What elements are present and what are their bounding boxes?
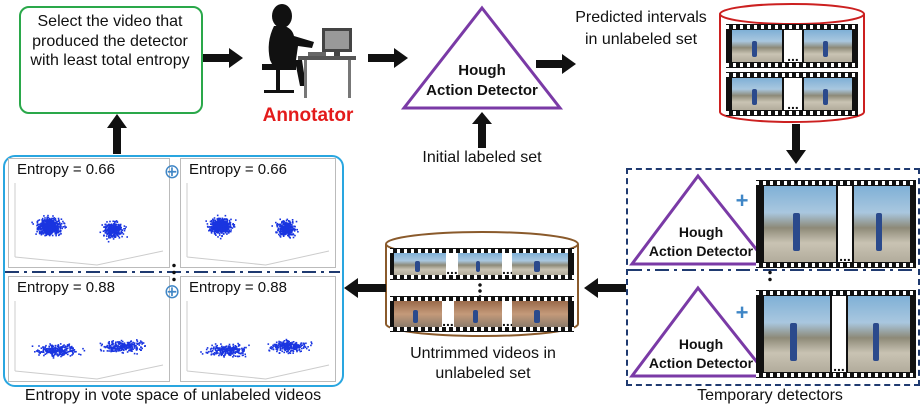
scatter-2 xyxy=(186,183,330,266)
predicted-film-strip-2: ... xyxy=(726,72,858,116)
temporary-film-strip-2: ... xyxy=(756,290,916,378)
temporary-detector-1-line2: Action Detector xyxy=(648,243,754,259)
untrimmed-film-strip-1: ... ... xyxy=(390,248,574,280)
temporary-detectors-box xyxy=(626,168,920,386)
scatter-3 xyxy=(14,301,164,380)
oplus-bottom: ⊕ xyxy=(163,281,181,303)
arrow-select-to-annotator xyxy=(203,48,243,68)
hough-detector-triangle xyxy=(400,5,564,110)
entropy-panel-caption: Entropy in vote space of unlabeled video… xyxy=(24,387,322,404)
entropy-label-2: Entropy = 0.66 xyxy=(189,161,287,178)
entropy-label-4: Entropy = 0.88 xyxy=(189,279,287,296)
temporary-vertical-dots xyxy=(768,262,772,284)
annotator-icon xyxy=(262,4,356,98)
temporary-detector-2-line1: Hough xyxy=(678,336,724,352)
entropy-plot-4: Entropy = 0.88 xyxy=(180,276,336,382)
temporary-detector-triangle-2 xyxy=(629,285,772,378)
entropy-plot-1: Entropy = 0.66 xyxy=(8,158,170,268)
untrimmed-film-strip-2: ... ... xyxy=(390,296,574,332)
temporary-detectors-caption: Temporary detectors xyxy=(697,387,843,404)
temporary-detector-2-line2: Action Detector xyxy=(648,355,754,371)
scatter-4 xyxy=(186,301,330,380)
predicted-intervals-line1: Predicted intervals xyxy=(575,9,707,26)
predicted-intervals-line2: in unlabeled set xyxy=(584,31,698,48)
arrow-annotator-to-detector xyxy=(368,48,408,68)
select-video-text: Select the video that produced the detec… xyxy=(30,13,190,70)
annotator-label: Annotator xyxy=(262,105,354,126)
arrow-initial-to-detector xyxy=(472,112,492,148)
hough-detector-line2: Action Detector xyxy=(426,82,538,99)
temporary-detector-1-line1: Hough xyxy=(678,224,724,240)
select-video-box xyxy=(19,6,203,114)
arrow-predicted-to-temporary xyxy=(786,124,806,164)
entropy-panel xyxy=(3,155,344,387)
hough-detector-line1: Hough xyxy=(458,62,506,79)
entropy-label-1: Entropy = 0.66 xyxy=(17,161,115,178)
entropy-plot-2: Entropy = 0.66 xyxy=(180,158,336,268)
temporary-plus-2: + xyxy=(735,300,749,325)
predicted-film-strip-1: ... xyxy=(726,24,858,68)
oplus-top: ⊕ xyxy=(163,161,181,183)
untrimmed-line2: unlabeled set xyxy=(435,365,531,382)
temporary-detector-triangle-1 xyxy=(629,173,772,266)
untrimmed-line1: Untrimmed videos in xyxy=(410,345,556,362)
entropy-plot-3: Entropy = 0.88 xyxy=(8,276,170,382)
scatter-1 xyxy=(14,183,164,266)
temporary-film-strip-1: ... xyxy=(756,180,916,268)
entropy-label-3: Entropy = 0.88 xyxy=(17,279,115,296)
arrow-temporary-to-untrimmed xyxy=(584,278,626,298)
arrow-entropy-to-select xyxy=(107,114,127,154)
arrow-detector-to-predicted xyxy=(536,54,576,74)
temporary-detectors-divider xyxy=(628,269,916,271)
entropy-vertical-dots xyxy=(172,262,176,282)
initial-labeled-set-label: Initial labeled set xyxy=(422,149,542,166)
temporary-plus-1: + xyxy=(735,188,749,213)
untrimmed-vertical-dots xyxy=(478,282,482,298)
arrow-untrimmed-to-entropy xyxy=(344,278,386,298)
